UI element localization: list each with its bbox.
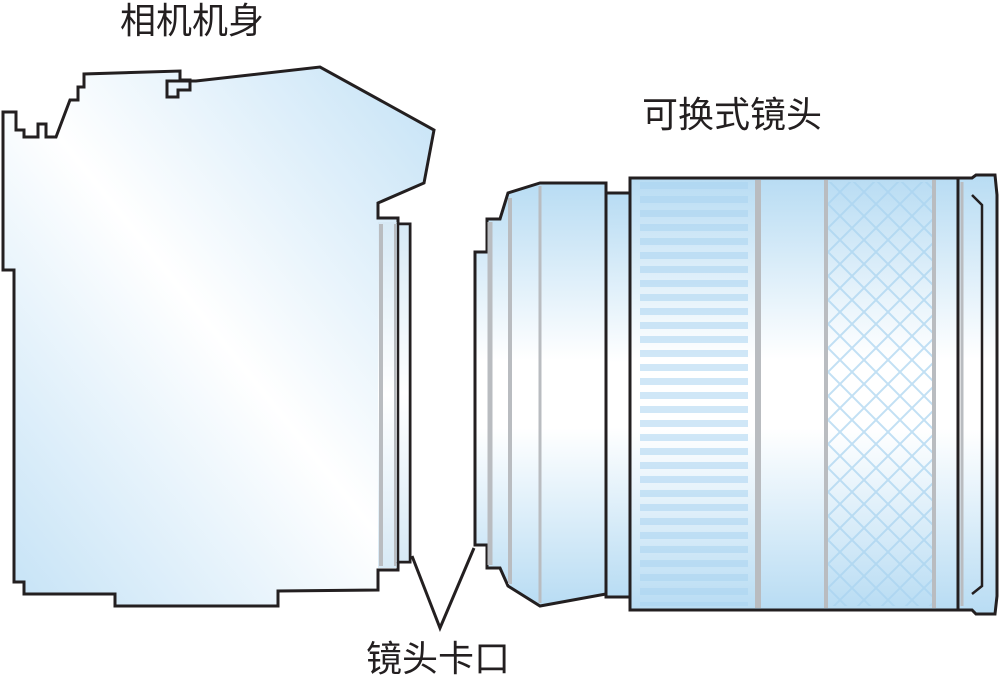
lens-focus-ring: [826, 182, 934, 606]
camera-body-shape: [1, 65, 436, 608]
interchangeable-lens-label: 可换式镜头: [642, 95, 823, 136]
camera-body: [1, 65, 436, 608]
lens-front-rim-edge: [971, 194, 984, 595]
interchangeable-lens: [473, 173, 999, 616]
camera-mount-ring: [378, 218, 412, 570]
lens-aperture-ring: [640, 182, 748, 606]
lens-front-rim: [956, 173, 999, 616]
camera-body-label: 相机机身: [120, 1, 265, 42]
lens-mount-label: 镜头卡口: [366, 639, 511, 680]
mount-leader-lines: [410, 547, 476, 632]
